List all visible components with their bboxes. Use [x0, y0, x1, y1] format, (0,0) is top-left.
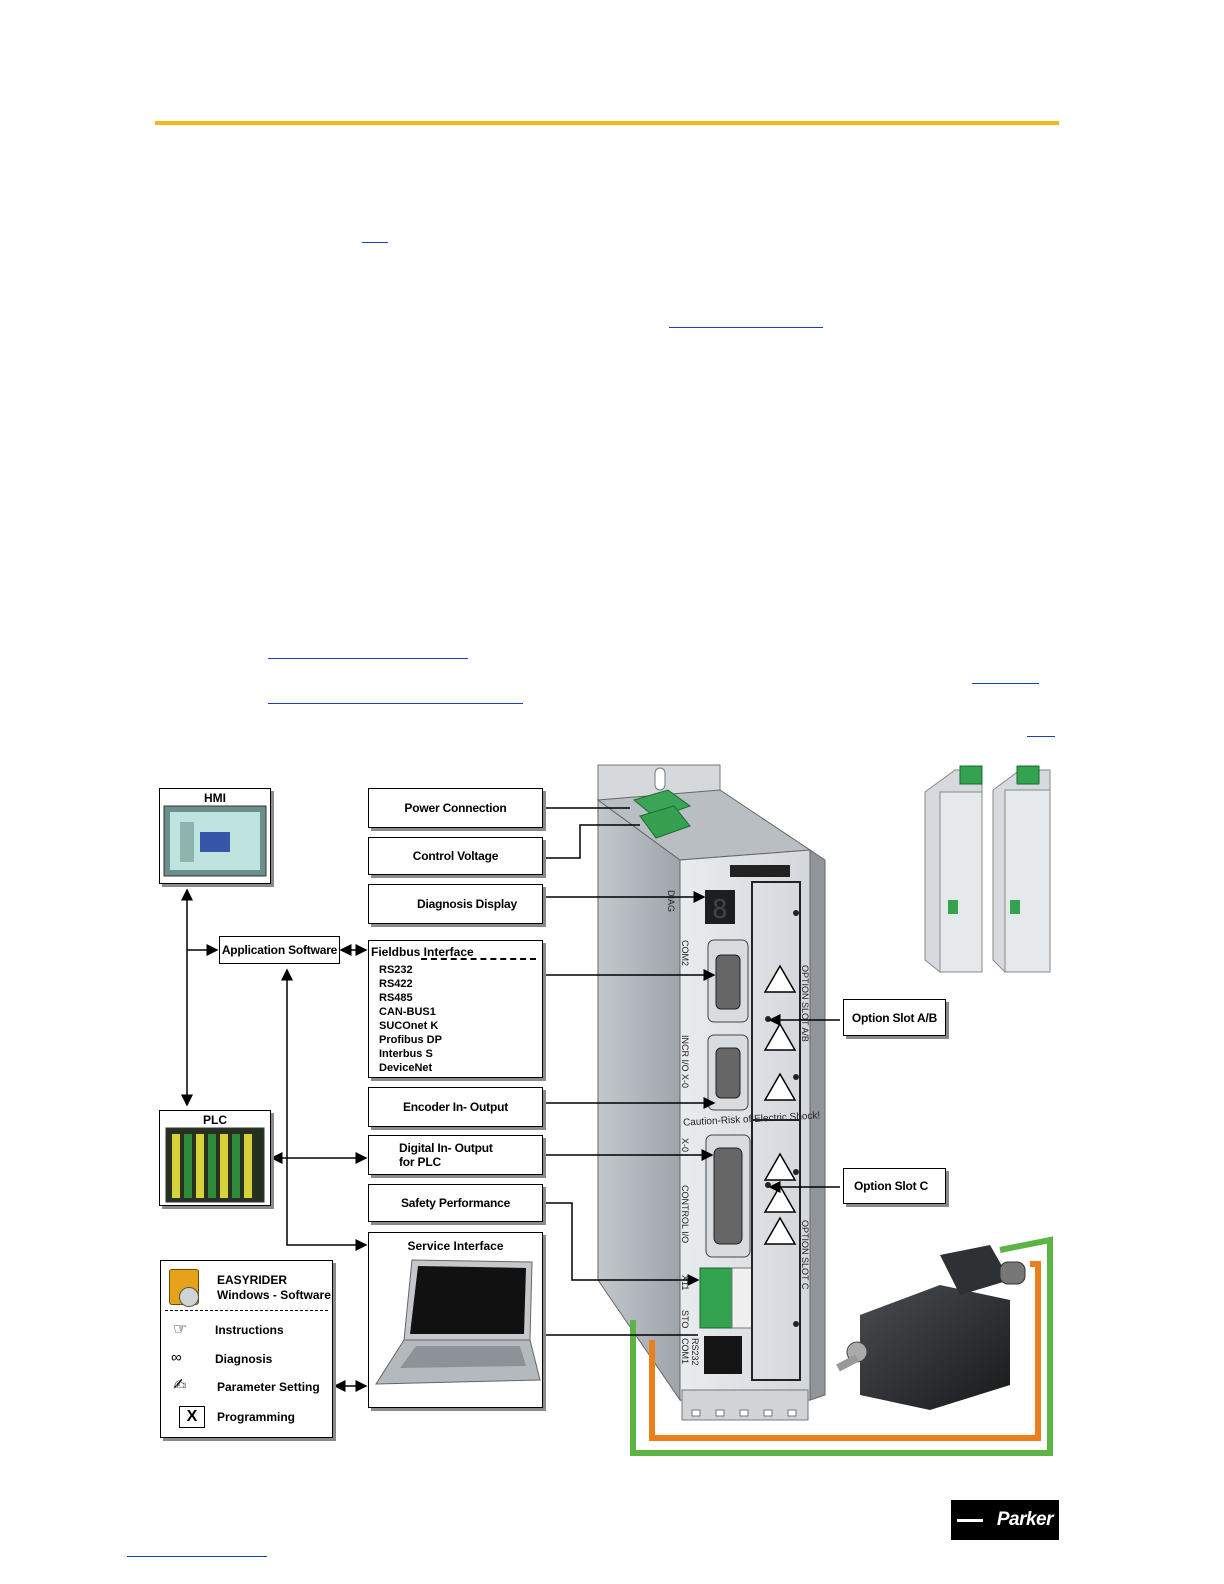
- fieldbus-item: RS232: [379, 964, 413, 976]
- parker-logo: Parker: [951, 1500, 1059, 1540]
- fieldbus-item: Interbus S: [379, 1048, 433, 1060]
- legend-programming: Programming: [217, 1410, 296, 1424]
- fieldbus-item: DeviceNet: [379, 1062, 433, 1074]
- svg-text:8: 8: [712, 895, 728, 925]
- device-label-incr-io: INCR I/O X-0: [680, 1035, 690, 1089]
- device-label-com2: COM2: [680, 940, 690, 967]
- pointing-hand-icon: ☞: [173, 1321, 188, 1338]
- device-label-sto: STO: [680, 1310, 690, 1329]
- fieldbus-item: CAN-BUS1: [379, 1006, 436, 1018]
- link-underline[interactable]: [669, 327, 823, 328]
- device-label-option-slot-ab: OPTION SLOT A/B: [800, 965, 810, 1042]
- service-interface-box: Service Interface: [368, 1232, 543, 1408]
- connector-lines: [181, 807, 840, 1392]
- fieldbus-title: Fieldbus Interface: [371, 945, 474, 959]
- device-label-rs232: RS232: [690, 1338, 700, 1366]
- link-underline[interactable]: [268, 703, 523, 704]
- control-voltage-box: Control Voltage: [368, 837, 543, 875]
- logo-text: Parker: [996, 1509, 1054, 1530]
- service-interface-label: Service Interface: [407, 1239, 504, 1253]
- fieldbus-list: RS232 RS422 RS485 CAN-BUS1 SUCOnet K Pro…: [379, 963, 442, 1075]
- device-label-x0: X-0: [680, 1138, 690, 1153]
- glasses-icon: ∞: [171, 1349, 182, 1366]
- plc-image: [165, 1127, 265, 1203]
- hmi-image: [163, 805, 267, 877]
- digital-io-label: Digital In- Output for PLC: [399, 1141, 493, 1169]
- plc-label: PLC: [203, 1113, 227, 1127]
- motor-image: [630, 1236, 1053, 1456]
- easyrider-title: EASYRIDER: [217, 1273, 288, 1287]
- device-label-option-slot-c: OPTION SLOT C: [800, 1220, 810, 1290]
- fieldbus-item: Profibus DP: [379, 1034, 442, 1046]
- link-underline[interactable]: [362, 242, 388, 243]
- option-slot-ab-box: Option Slot A/B: [843, 999, 946, 1036]
- diagnosis-display-label: Diagnosis Display: [417, 897, 517, 911]
- logo-bar: [957, 1519, 983, 1522]
- fieldbus-divider: [421, 958, 536, 960]
- digital-io-box: Digital In- Output for PLC: [368, 1135, 543, 1175]
- link-underline[interactable]: [972, 683, 1039, 684]
- easyrider-subtitle: Windows - Software: [217, 1288, 331, 1302]
- option-slot-c-box: Option Slot C: [843, 1168, 946, 1204]
- drive-family-image: [924, 765, 1051, 973]
- servo-drive-image: 8: [596, 764, 826, 1421]
- device-label-diag: DIAG: [666, 890, 676, 913]
- legend-diagnosis: Diagnosis: [215, 1352, 273, 1366]
- fieldbus-item: RS485: [379, 992, 413, 1004]
- legend-parameter-setting: Parameter Setting: [217, 1380, 320, 1394]
- device-label-com1: COM1: [680, 1338, 690, 1365]
- plc-box: PLC: [159, 1110, 271, 1206]
- device-label-control-io: CONTROL I/O: [680, 1185, 690, 1244]
- hmi-box: HMI: [159, 788, 271, 884]
- fieldbus-item: RS422: [379, 978, 413, 990]
- link-underline[interactable]: [268, 658, 468, 659]
- power-connection-box: Power Connection: [368, 788, 543, 828]
- fieldbus-interface-box: Fieldbus Interface RS232 RS422 RS485 CAN…: [368, 940, 543, 1078]
- legend-divider: [165, 1310, 328, 1311]
- hmi-label: HMI: [204, 791, 226, 805]
- encoder-io-box: Encoder In- Output: [368, 1087, 543, 1127]
- fieldbus-item: SUCOnet K: [379, 1020, 439, 1032]
- application-software-box: Application Software: [219, 936, 340, 964]
- link-underline[interactable]: [127, 1556, 267, 1557]
- device-label-x11: X11: [680, 1275, 690, 1291]
- cd-icon: [179, 1287, 199, 1307]
- diagnosis-display-box: Diagnosis Display: [368, 884, 543, 924]
- programming-box-icon: X: [179, 1406, 205, 1428]
- link-underline[interactable]: [1027, 736, 1055, 737]
- laptop-image: [375, 1259, 541, 1385]
- safety-performance-box: Safety Performance: [368, 1184, 543, 1222]
- easyrider-legend: EASYRIDER Windows - Software ☞ Instructi…: [160, 1260, 333, 1438]
- header-rule: [155, 121, 1059, 125]
- writing-hand-icon: ✍: [173, 1377, 187, 1394]
- legend-instructions: Instructions: [215, 1323, 284, 1337]
